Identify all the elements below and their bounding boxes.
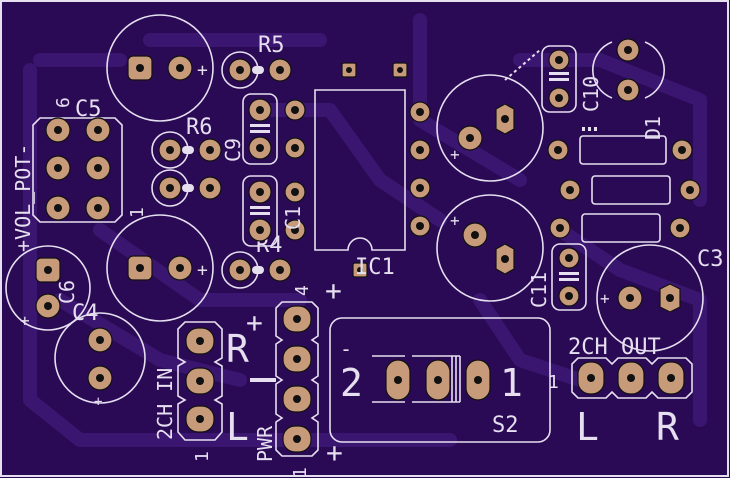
c11-label: C11 bbox=[527, 272, 551, 308]
ic1-chip bbox=[314, 62, 431, 278]
s2-pos2: 2 bbox=[340, 361, 363, 405]
cap-mid-left bbox=[106, 214, 214, 322]
pwr-plus-mark: + bbox=[325, 274, 342, 307]
s2-label: S2 bbox=[492, 413, 519, 438]
copper-traces bbox=[23, 13, 707, 447]
switch-s2 bbox=[329, 317, 551, 443]
led-d1 bbox=[591, 38, 666, 102]
resistor-r5 bbox=[221, 51, 292, 89]
ch2-in-r: R bbox=[226, 327, 249, 371]
cap-right-upper bbox=[436, 74, 544, 182]
pwr-plus: + bbox=[246, 306, 263, 339]
resistor-r4 bbox=[221, 251, 292, 289]
ic1-label: IC1 bbox=[355, 255, 395, 280]
resistor-strip-3 bbox=[549, 213, 691, 243]
cap-right-lower bbox=[436, 194, 544, 302]
vol-pin6-label: 6 bbox=[53, 97, 74, 108]
c5-label: C5 bbox=[75, 97, 102, 122]
c3-label: C3 bbox=[697, 247, 724, 272]
cap-c11 bbox=[551, 243, 587, 311]
resistor-r6 bbox=[151, 131, 222, 207]
pwr-plus-bottom: + bbox=[326, 436, 343, 469]
s2-pos1: 1 bbox=[500, 361, 523, 405]
cap-c3 bbox=[596, 244, 704, 352]
ch2-out-r: R bbox=[656, 405, 679, 449]
pwr-pin1: 1 bbox=[290, 467, 311, 478]
pwr-minus-mark bbox=[250, 378, 276, 382]
r5-label: R5 bbox=[258, 33, 285, 58]
cap-top-left-plus: + bbox=[197, 60, 208, 81]
cap-c1 bbox=[242, 175, 306, 247]
cap-mid-left-plus: + bbox=[197, 260, 208, 281]
ch2-out-label: 2CH OUT bbox=[568, 335, 661, 360]
c4-plus: + bbox=[94, 394, 102, 410]
ch2-in-l: L bbox=[226, 405, 249, 449]
cap-right-lower-plus: + bbox=[450, 211, 460, 230]
cap-right-upper-plus: + bbox=[450, 145, 460, 164]
c9-label: C9 bbox=[221, 138, 245, 162]
c3-plus: + bbox=[600, 289, 610, 308]
vol-pot-label: +VOL_POT- bbox=[11, 144, 35, 252]
diode-d1 bbox=[547, 127, 693, 165]
vol-pin1-label: 1 bbox=[127, 207, 148, 218]
cap-c9 bbox=[242, 93, 306, 165]
pwr-pin4: 4 bbox=[292, 285, 313, 296]
ch2-in-connector bbox=[177, 321, 223, 441]
r6-label: R6 bbox=[186, 115, 213, 140]
cap-c4 bbox=[54, 312, 146, 404]
cap-top-left bbox=[106, 14, 214, 122]
cap-c6 bbox=[5, 245, 91, 331]
c4-label: C4 bbox=[72, 301, 99, 326]
ch2-out-l: L bbox=[576, 405, 599, 449]
ch2-out-pin1: 1 bbox=[548, 372, 559, 393]
s2-minus: - bbox=[340, 337, 352, 361]
c6-label: C6 bbox=[55, 280, 79, 304]
cap-c10 bbox=[504, 45, 577, 113]
resistor-strip-2 bbox=[559, 175, 701, 205]
c6-plus: + bbox=[20, 311, 30, 330]
c5-header bbox=[32, 117, 123, 223]
ch2-in-label: 2CH IN bbox=[153, 368, 177, 440]
ch2-in-pin1: 1 bbox=[192, 451, 213, 462]
c10-label: C10 bbox=[579, 76, 603, 112]
pwr-label: PWR bbox=[253, 425, 277, 462]
ch2-out-connector bbox=[571, 357, 693, 399]
pwr-connector bbox=[275, 301, 319, 457]
c1-label: C1 bbox=[281, 206, 305, 230]
d1-label: D1 bbox=[641, 116, 665, 140]
